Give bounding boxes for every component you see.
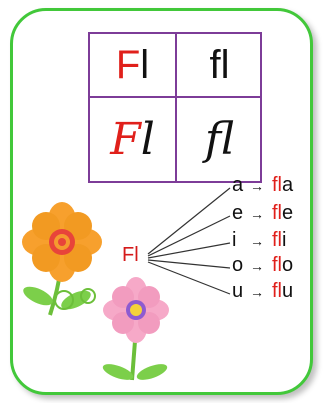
syllable-fle: fle: [272, 202, 293, 225]
grid-divider-horizontal: [90, 96, 260, 98]
card-frame: [10, 8, 313, 395]
print-lowercase: fl: [209, 42, 230, 87]
fan-line: [147, 261, 231, 295]
syllable-prefix: fl: [272, 280, 282, 302]
cursive-uppercase-first: F: [110, 114, 141, 165]
grid-divider-vertical: [175, 34, 177, 181]
syllable-prefix: fl: [272, 229, 282, 251]
arrow-icon: →: [250, 258, 264, 274]
fan-line: [147, 215, 231, 257]
arrow-icon: →: [250, 178, 264, 194]
syllable-fli: fli: [272, 229, 286, 252]
syllable-prefix: fl: [272, 174, 282, 196]
arrow-icon: →: [250, 206, 264, 222]
vowel-label: i: [232, 229, 237, 251]
cursive-uppercase-rest: l: [140, 114, 155, 165]
fan-line: [147, 187, 231, 255]
cursive-lowercase: fl: [204, 114, 235, 165]
syllable-vowel: o: [282, 254, 294, 276]
print-uppercase-first: F: [115, 42, 141, 87]
print-uppercase-rest: l: [140, 42, 150, 87]
syllable-vowel: i: [282, 229, 287, 251]
syllable-vowel: e: [282, 202, 294, 224]
arrow-icon: →: [250, 284, 264, 300]
arrow-icon: →: [250, 233, 264, 249]
syllable-vowel: a: [282, 174, 294, 196]
fan-line: [147, 242, 231, 259]
syllable-prefix: fl: [272, 202, 282, 224]
syllable-prefix: fl: [272, 254, 282, 276]
cursive-lowercase-cell: fl: [177, 98, 262, 181]
fan-root-label: Fl: [122, 244, 139, 266]
syllable-fla: fla: [272, 174, 293, 197]
vowel-label: o: [232, 254, 244, 276]
syllable-vowel: u: [282, 280, 294, 302]
vowel-label: u: [232, 280, 244, 302]
vowel-label: e: [232, 202, 244, 224]
print-lowercase-cell: fl: [177, 34, 262, 96]
syllable-flu: flu: [272, 280, 293, 303]
fan-line: [147, 259, 231, 269]
syllable-flo: flo: [272, 254, 293, 277]
vowel-label: a: [232, 174, 244, 196]
